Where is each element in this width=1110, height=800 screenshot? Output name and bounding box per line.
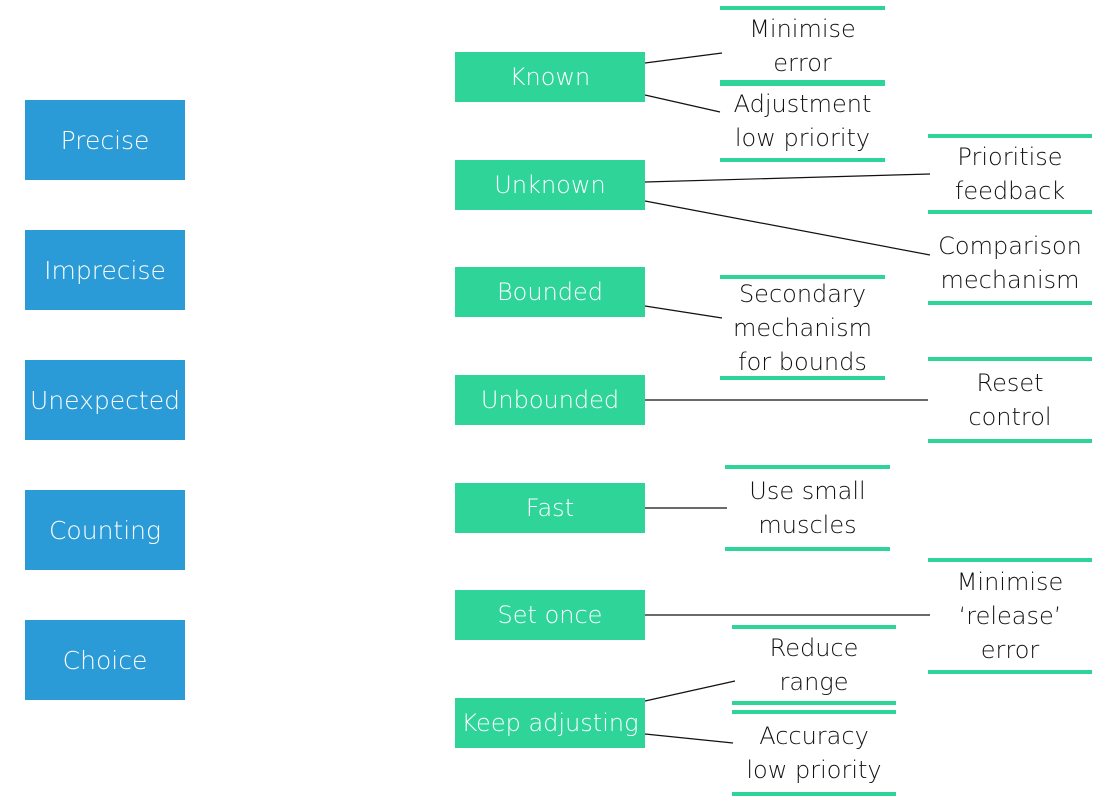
- connector-unknown-comparison: [644, 200, 931, 256]
- property-bounded: Bounded: [455, 267, 645, 317]
- factor-precise: Precise: [25, 100, 185, 180]
- outcome-text-line: Comparison: [938, 232, 1082, 260]
- outcome-text-line: Reduce: [769, 634, 859, 662]
- factor-counting: Counting: [25, 490, 185, 570]
- outcome-reset-control: Reset control: [928, 357, 1092, 443]
- connector-known-adjustment: [644, 94, 721, 113]
- outcome-text-line: control: [968, 403, 1052, 431]
- outcome-text-line: ‘release’: [958, 602, 1062, 630]
- property-set-once: Set once: [455, 590, 645, 640]
- factor-imprecise: Imprecise: [25, 230, 185, 310]
- outcome-text-line: Minimise: [956, 568, 1064, 596]
- outcome-use-small-muscles: Use small muscles: [725, 465, 890, 551]
- outcome-reduce-range: Reduce range: [732, 625, 896, 705]
- outcome-comparison-mechanism: Comparison mechanism: [928, 225, 1092, 305]
- property-unbounded: Unbounded: [455, 375, 645, 425]
- factor-unexpected: Unexpected: [25, 360, 185, 440]
- outcome-text-line: Adjustment: [733, 90, 872, 118]
- outcome-text-line: Accuracy: [759, 722, 869, 750]
- outcome-text-line: error: [773, 49, 832, 77]
- outcome-text-line: Secondary: [738, 279, 867, 308]
- outcome-text-line: muscles: [758, 511, 857, 539]
- connector-keepadjusting-reduce-range: [644, 680, 736, 702]
- property-unknown: Unknown: [455, 160, 645, 210]
- outcome-text-line: feedback: [954, 177, 1066, 205]
- property-known: Known: [455, 52, 645, 102]
- outcome-adjustment-low-priority: Adjustment low priority: [720, 80, 885, 162]
- property-keep-adjusting: Keep adjusting: [455, 698, 645, 748]
- outcome-minimise-error: Minimise error: [720, 6, 885, 86]
- outcome-prioritise-feedback: Prioritise feedback: [928, 134, 1092, 214]
- outcome-secondary-mechanism: Secondary mechanism for bounds: [720, 275, 885, 380]
- outcome-text-line: mechanism: [940, 266, 1080, 294]
- connector-known-minimise-error: [644, 52, 723, 64]
- outcome-text-line: for bounds: [738, 347, 867, 376]
- outcome-accuracy-low-priority: Accuracy low priority: [732, 710, 896, 796]
- connector-bounded-secondary: [644, 305, 723, 319]
- outcome-text-line: low priority: [746, 756, 882, 784]
- outcome-minimise-release-error: Minimise ‘release’ error: [928, 558, 1092, 674]
- outcome-text-line: Prioritise: [957, 143, 1063, 171]
- outcome-text-line: low priority: [734, 124, 871, 152]
- outcome-text-line: Minimise: [749, 15, 856, 43]
- outcome-text-line: Reset: [976, 369, 1044, 397]
- connector-unknown-prioritise-feedback: [644, 173, 931, 183]
- outcome-text-line: mechanism: [732, 313, 873, 342]
- connector-keepadjusting-accuracy: [644, 733, 734, 744]
- outcome-text-line: range: [779, 668, 849, 696]
- factor-choice: Choice: [25, 620, 185, 700]
- outcome-text-line: Use small: [749, 477, 866, 505]
- outcome-text-line: error: [980, 636, 1040, 664]
- property-fast: Fast: [455, 483, 645, 533]
